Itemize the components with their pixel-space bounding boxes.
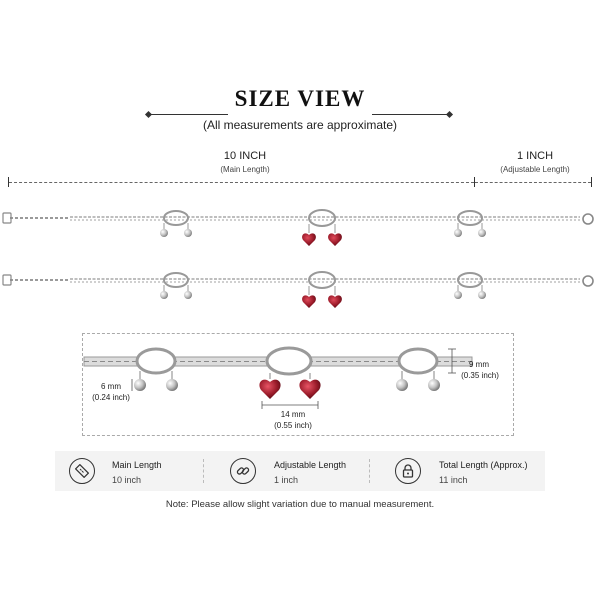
detail-illustration <box>83 346 473 409</box>
info-total-length-label: Total Length (Approx.) <box>439 460 528 470</box>
adjustable-length-tick-end <box>591 177 592 187</box>
length-divider-tick <box>474 177 475 187</box>
info-main-length-value: 10 inch <box>112 475 142 485</box>
bracelet-illustrations <box>2 209 594 309</box>
info-divider <box>203 459 204 483</box>
info-adjustable-length-label: Adjustable Length <box>274 460 347 470</box>
bracelet-top <box>2 209 594 247</box>
main-length-sub: (Main Length) <box>220 165 270 174</box>
heart-width-inch: (0.55 inch) <box>274 421 312 430</box>
ring-height-mm: 9 mm <box>469 360 489 369</box>
adjustable-length-line <box>475 182 591 183</box>
main-length-tick-start <box>8 177 9 187</box>
bell-size-mm: 6 mm <box>101 382 121 391</box>
info-main-length: Main Length 10 inch <box>55 451 205 491</box>
info-total-length-value: 11 inch <box>439 475 468 485</box>
title-rule-right <box>372 114 450 115</box>
bell-size-inch: (0.24 inch) <box>92 393 130 402</box>
main-length-label: 10 INCH <box>223 150 267 162</box>
info-divider <box>369 459 370 483</box>
chain-link-icon <box>230 458 256 484</box>
detail-box <box>82 333 514 436</box>
page-subtitle: (All measurements are approximate) <box>202 118 398 132</box>
title-rule-dot-left <box>144 110 153 119</box>
ring-height-inch: (0.35 inch) <box>461 371 499 380</box>
adjustable-length-label: 1 INCH <box>516 150 554 162</box>
info-adjustable-length: Adjustable Length 1 inch <box>220 451 380 491</box>
bracelet-bottom <box>2 271 594 309</box>
info-adjustable-length-value: 1 inch <box>274 475 299 485</box>
lock-icon <box>395 458 421 484</box>
page-title: SIZE VIEW <box>234 86 366 111</box>
adjustable-length-sub: (Adjustable Length) <box>500 165 570 174</box>
ruler-icon <box>69 458 95 484</box>
info-bar: Main Length 10 inch Adjustable Length 1 … <box>55 451 545 491</box>
info-main-length-label: Main Length <box>112 460 162 470</box>
heart-width-mm: 14 mm <box>280 410 306 419</box>
info-total-length: Total Length (Approx.) 11 inch <box>385 451 545 491</box>
measurement-note: Note: Please allow slight variation due … <box>165 499 435 510</box>
title-rule-left <box>150 114 228 115</box>
main-length-line <box>9 182 474 183</box>
title-rule-dot-right <box>445 110 454 119</box>
